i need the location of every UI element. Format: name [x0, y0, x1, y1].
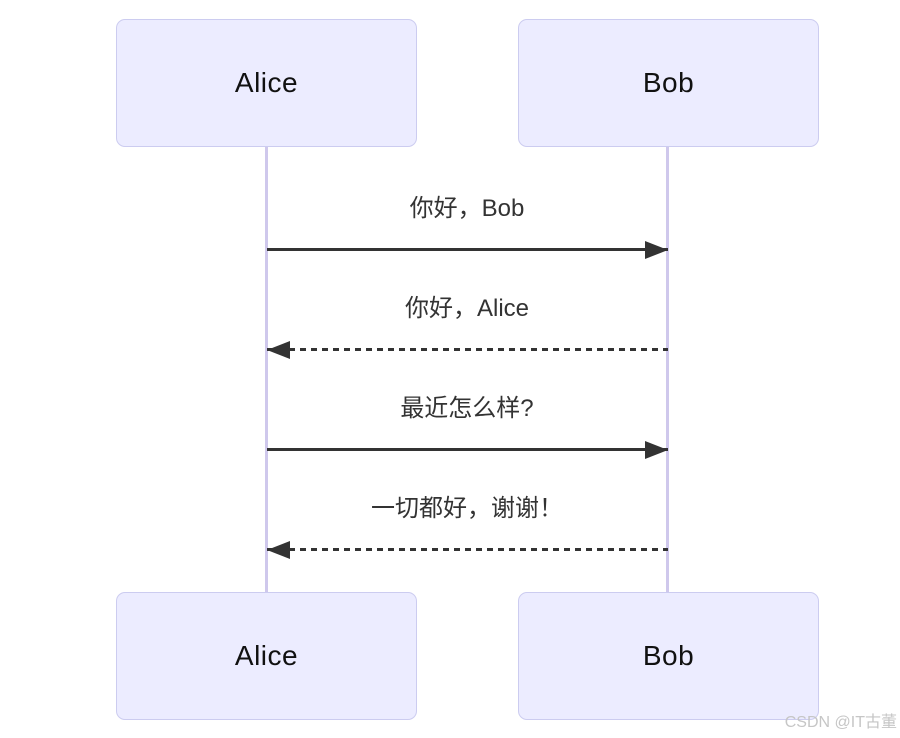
actor-label-alice-top: Alice: [234, 67, 299, 98]
watermark-text: CSDN @IT古董: [784, 714, 897, 731]
actor-label-alice-bottom: Alice: [234, 640, 299, 671]
actor-box-bob-top: Bob: [518, 19, 819, 147]
message-1-line: [267, 240, 668, 259]
arrowhead-left-icon: [267, 340, 290, 359]
message-3-line: [267, 440, 668, 459]
actor-box-alice-top: Alice: [116, 19, 417, 147]
actor-label-bob-top: Bob: [642, 67, 695, 98]
lifeline-alice: [265, 147, 268, 592]
actor-box-bob-bottom: Bob: [518, 592, 819, 720]
actor-box-alice-bottom: Alice: [116, 592, 417, 720]
message-1-label: 你好，Bob: [409, 195, 525, 222]
arrowhead-right-icon: [645, 240, 668, 259]
lifeline-bob: [666, 147, 669, 592]
arrowhead-right-icon: [645, 440, 668, 459]
message-2-line: [267, 340, 668, 359]
message-3-label: 最近怎么样?: [400, 395, 534, 422]
arrowhead-left-icon: [267, 540, 290, 559]
actor-label-bob-bottom: Bob: [642, 640, 695, 671]
message-4-label: 一切都好，谢谢！: [371, 495, 563, 522]
message-4-line: [267, 540, 668, 559]
message-2-label: 你好，Alice: [404, 295, 530, 322]
